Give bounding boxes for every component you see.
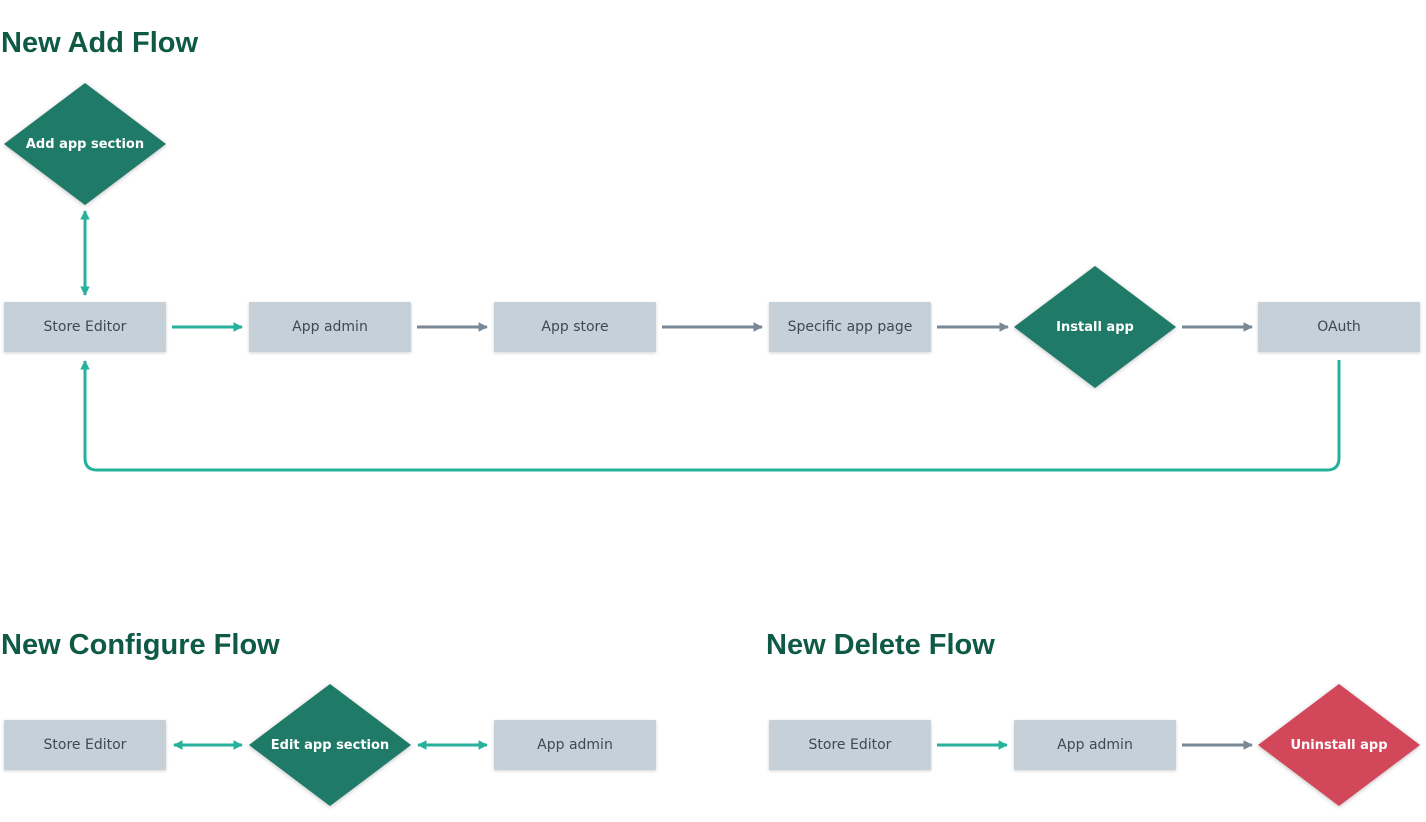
install-app-decision[interactable]: Install app bbox=[1014, 266, 1176, 388]
config-app-admin-node[interactable]: App admin bbox=[494, 720, 656, 770]
add-app-section-label: Add app section bbox=[25, 136, 145, 152]
store-editor-node[interactable]: Store Editor bbox=[4, 302, 166, 352]
oauth-node[interactable]: OAuth bbox=[1258, 302, 1420, 352]
app-store-node[interactable]: App store bbox=[494, 302, 656, 352]
uninstall-app-label: Uninstall app bbox=[1290, 737, 1388, 753]
configure-flow-title: New Configure Flow bbox=[1, 629, 280, 661]
app-admin-node[interactable]: App admin bbox=[249, 302, 411, 352]
install-app-label: Install app bbox=[1056, 319, 1134, 335]
edit-app-section-label: Edit app section bbox=[270, 737, 390, 753]
delete-flow-title: New Delete Flow bbox=[766, 629, 995, 661]
delete-store-editor-node[interactable]: Store Editor bbox=[769, 720, 931, 770]
edit-app-section-decision[interactable]: Edit app section bbox=[249, 684, 411, 806]
add-app-section-decision[interactable]: Add app section bbox=[4, 83, 166, 205]
config-store-editor-node[interactable]: Store Editor bbox=[4, 720, 166, 770]
uninstall-app-decision[interactable]: Uninstall app bbox=[1258, 684, 1420, 806]
delete-app-admin-node[interactable]: App admin bbox=[1014, 720, 1176, 770]
arrow-oauth-back-to-store-editor bbox=[80, 360, 1341, 472]
add-flow-title: New Add Flow bbox=[1, 27, 199, 59]
specific-app-page-node[interactable]: Specific app page bbox=[769, 302, 931, 352]
